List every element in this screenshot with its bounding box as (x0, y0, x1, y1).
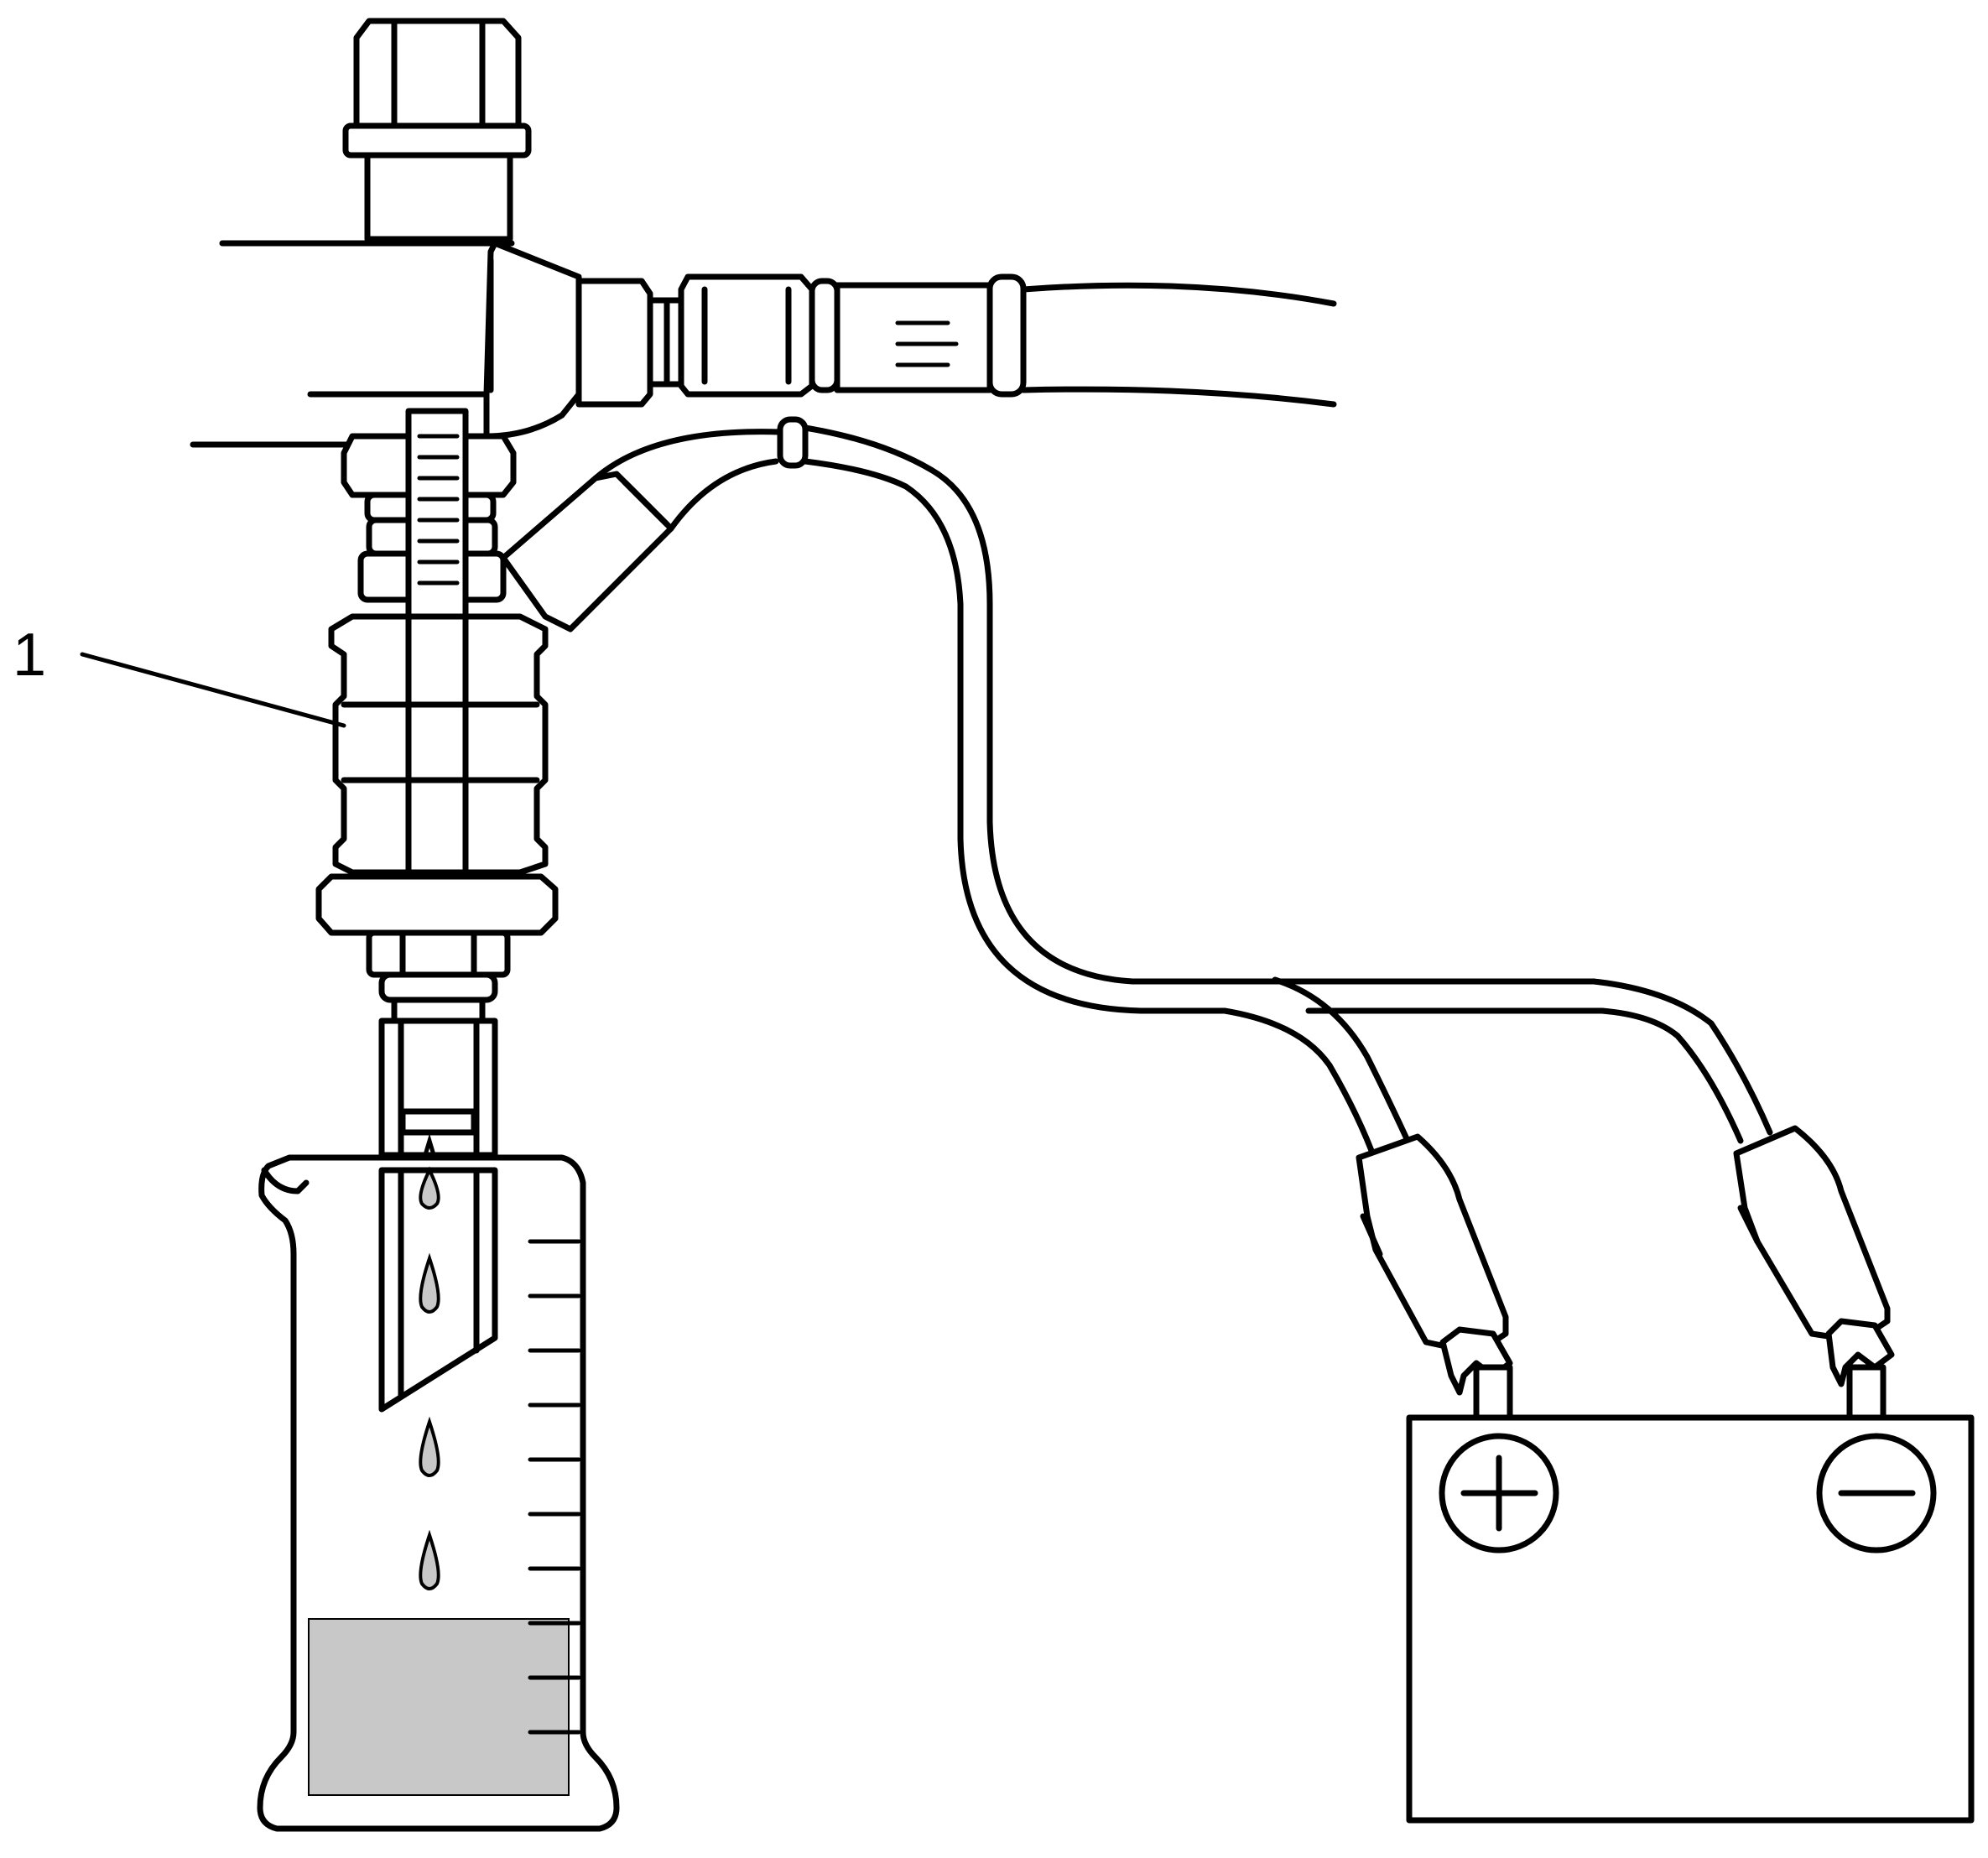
fuel-drops (419, 1133, 440, 1590)
wiring-harness (592, 416, 1895, 1396)
fuel-rail-block (190, 18, 1337, 448)
battery (1406, 1364, 1975, 1824)
fuel-injector (315, 408, 674, 1158)
callout-1: 1 (13, 622, 346, 728)
negative-terminal-symbol (1816, 1433, 1937, 1554)
callout-1-label: 1 (13, 622, 46, 689)
beaker-graduations (528, 1239, 581, 1735)
liquid-fill (308, 1618, 570, 1796)
beaker-liquid (308, 1618, 570, 1796)
measuring-beaker (257, 1154, 620, 1832)
positive-terminal-symbol (1439, 1433, 1559, 1554)
